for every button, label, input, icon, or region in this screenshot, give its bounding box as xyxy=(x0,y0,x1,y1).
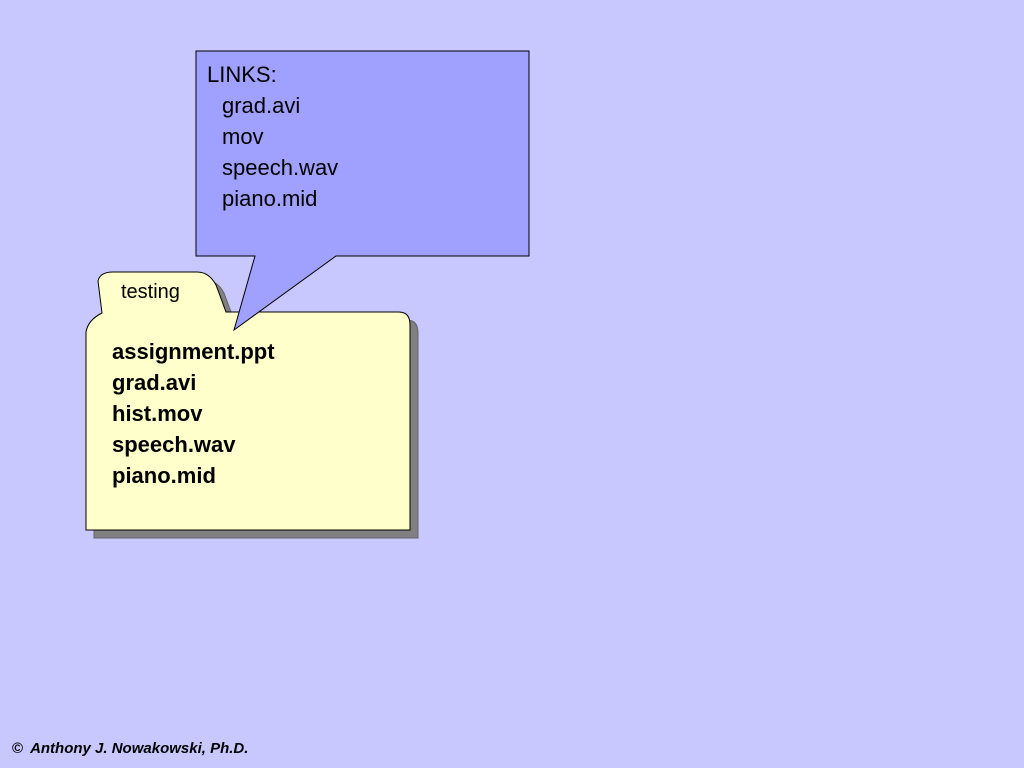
footer-credit: © Anthony J. Nowakowski, Ph.D. xyxy=(12,740,248,757)
folder-file-item: grad.avi xyxy=(112,370,197,395)
callout-link-item: speech.wav xyxy=(222,155,339,180)
callout-link-item: piano.mid xyxy=(222,186,318,211)
folder-tab-label: testing xyxy=(121,281,180,303)
callout-heading: LINKS: xyxy=(207,62,277,87)
folder-file-item: piano.mid xyxy=(112,463,216,488)
callout-link-item: grad.avi xyxy=(222,93,301,118)
callout-text: LINKS: grad.avi mov speech.wav piano.mid xyxy=(207,59,338,214)
callout-link-item: mov xyxy=(222,124,264,149)
callout-bubble xyxy=(195,50,530,332)
folder-file-item: hist.mov xyxy=(112,401,203,426)
folder-file-item: assignment.ppt xyxy=(112,339,275,364)
copyright-symbol: © xyxy=(12,740,24,757)
folder-file-item: speech.wav xyxy=(112,432,236,457)
folder-body xyxy=(85,271,411,531)
folder-file-list: assignment.ppt grad.avi hist.mov speech.… xyxy=(112,336,275,491)
author-credit: Anthony J. Nowakowski, Ph.D. xyxy=(30,740,249,757)
